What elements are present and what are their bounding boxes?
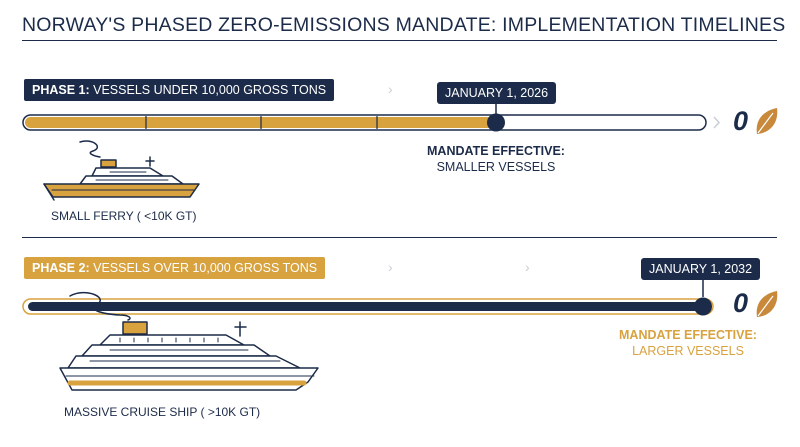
phase2-effective-heading: MANDATE EFFECTIVE: <box>619 328 757 342</box>
small-ferry-icon <box>43 140 200 201</box>
phase1-ship-caption: SMALL FERRY ( <10K GT) <box>51 209 197 223</box>
phase1-zero-mark: 0 <box>733 106 749 136</box>
chevron-right-icon: › <box>388 81 393 97</box>
phase1-milestone-dot <box>487 113 505 132</box>
page-title: NORWAY'S PHASED ZERO-EMISSIONS MANDATE: … <box>22 14 786 36</box>
phase1-effective-sub: SMALLER VESSELS <box>436 160 556 174</box>
chevron-right-icon: › <box>388 259 393 275</box>
phase2-progress <box>28 302 703 311</box>
title-divider <box>22 40 777 41</box>
leaf-icon <box>756 291 778 317</box>
phase2-ship-caption: MASSIVE CRUISE SHIP ( >10K GT) <box>64 405 261 419</box>
phase2-effective-note: MANDATE EFFECTIVE: LARGER VESSELS <box>602 327 774 359</box>
phase1-label: PHASE 1: VESSELS UNDER 10,000 GROSS TONS <box>24 79 335 101</box>
leaf-icon <box>756 108 778 134</box>
phase2-effective-sub: LARGER VESSELS <box>632 344 744 358</box>
phase2-label: PHASE 2: VESSELS OVER 10,000 GROSS TONS <box>24 257 326 279</box>
phase1-date-label: JANUARY 1, 2026 <box>437 82 557 104</box>
chevron-right-icon: › <box>525 259 530 275</box>
phase-divider <box>22 237 777 238</box>
phase1-effective-note: MANDATE EFFECTIVE: SMALLER VESSELS <box>408 143 584 175</box>
chevron-right-icon <box>713 116 721 129</box>
phase1-effective-heading: MANDATE EFFECTIVE: <box>427 144 565 158</box>
phase2-milestone-dot <box>694 297 712 316</box>
phase2-zero-mark: 0 <box>733 288 749 318</box>
cruise-ship-icon <box>59 291 319 391</box>
phase2-date-label: JANUARY 1, 2032 <box>641 258 761 280</box>
